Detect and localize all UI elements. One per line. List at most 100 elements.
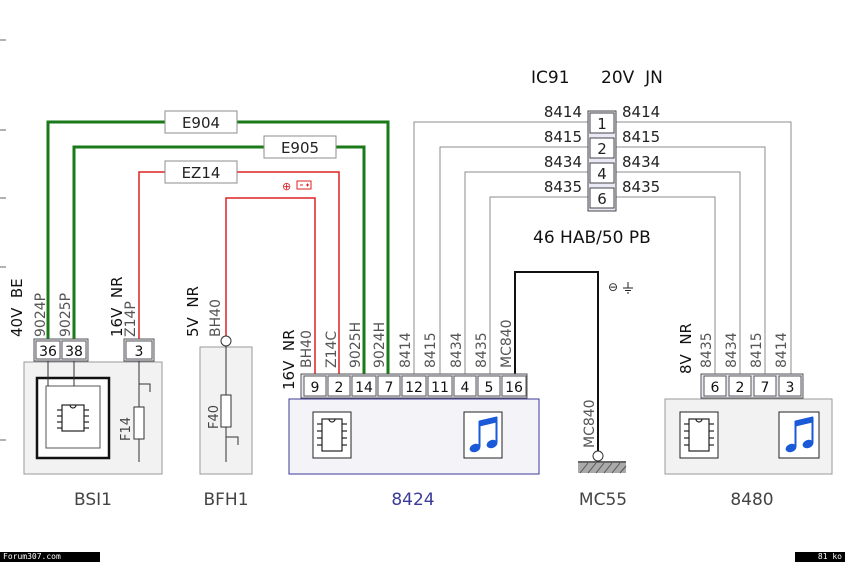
- m8424-pin: 7: [385, 380, 394, 396]
- harness-label-e904: E904: [164, 110, 238, 134]
- harness-label-e905: E905: [263, 135, 337, 159]
- bfh1-fuse-label: F40: [207, 405, 222, 429]
- module-bsi1: 40V BE 16V NR 9024P 9025P Z14P 36 38 3: [8, 276, 163, 510]
- fuse-f14-icon: [133, 406, 145, 440]
- margin-ticks: [0, 39, 6, 441]
- wire-8414: [413, 121, 588, 376]
- m8424-name: 8424: [391, 490, 434, 510]
- harness-label-ez14: EZ14: [164, 160, 238, 184]
- mc55-name: MC55: [579, 490, 627, 510]
- ic91-right-wire: 8414: [622, 103, 660, 121]
- m8480-wire-label: 8415: [749, 332, 765, 368]
- connector-spec: 20V JN: [601, 68, 663, 88]
- bfh1-connector-spec: 5V NR: [184, 286, 202, 337]
- bsi1-wire-label: 9025P: [58, 293, 74, 337]
- m8424-pin: 11: [431, 380, 449, 396]
- ic91-pin: 6: [597, 190, 607, 208]
- ic91-pin: 2: [597, 140, 607, 158]
- ic91-left-wire: 8435: [544, 178, 582, 196]
- m8480-wire-label: 8435: [699, 332, 715, 368]
- bsi1-wire-label: 9024P: [33, 293, 49, 337]
- ic91-right-wire: 8435: [622, 178, 660, 196]
- m8480-wire-label: 8434: [724, 332, 740, 368]
- m8424-wire-label: 9025H: [348, 322, 364, 368]
- m8424-pin: 16: [505, 380, 523, 396]
- bsi1-connector2-spec: 16V NR: [108, 276, 126, 337]
- minus-icon: ⊖: [608, 280, 618, 294]
- wire-8435: [489, 196, 588, 376]
- module-8480: 8V NR 8435 8434 8415 8414 6 2 7 3: [664, 323, 833, 510]
- ground-terminal-icon: [592, 450, 604, 462]
- m8424-pin: 9: [311, 380, 320, 396]
- m8424-pin: 4: [461, 380, 470, 396]
- ic91-left-wire: 8414: [544, 103, 582, 121]
- bsi1-name: BSI1: [74, 490, 112, 510]
- wire-8434: [464, 171, 588, 376]
- module-8424: 16V NR BH40 Z14C 9025H 9024H 8414 8415 8…: [280, 319, 540, 510]
- ground-symbol: ⊖: [608, 280, 633, 294]
- bfh1-name: BFH1: [203, 490, 248, 510]
- bsi1-wire-label: Z14P: [123, 301, 139, 337]
- chassis-ground-hatch: [578, 463, 626, 473]
- music-note-icon: [778, 411, 820, 459]
- red-wires: [138, 171, 340, 376]
- m8480-pin: 2: [736, 380, 745, 396]
- m8424-pin: 5: [485, 380, 494, 396]
- m8424-connector-spec: 16V NR: [280, 329, 298, 390]
- m8424-wire-label: BH40: [299, 330, 315, 368]
- fuse-f40-icon: [220, 394, 232, 428]
- ground-spec: 46 HAB/50 PB: [533, 228, 651, 248]
- m8424-pin: 12: [405, 380, 423, 396]
- connector-id: IC91: [531, 68, 570, 88]
- connector-ic91: 1 2 4 6 8414 8415 8434 8435 8414 8415 84…: [544, 103, 660, 212]
- m8480-connector-spec: 8V NR: [677, 323, 695, 374]
- terminal-icon: [220, 335, 232, 347]
- harness-e905-text: E905: [281, 139, 319, 157]
- m8480-pin: 7: [761, 380, 770, 396]
- footer-site-label: Forum307.com: [0, 552, 100, 562]
- m8424-wire-label: 9024H: [372, 322, 388, 368]
- m8480-pin: 3: [786, 380, 795, 396]
- bsi1-pin: 3: [135, 344, 144, 360]
- m8480-wire-label: 8414: [774, 332, 790, 368]
- bsi1-fuse-label: F14: [119, 417, 134, 441]
- harness-ez14-text: EZ14: [182, 164, 221, 182]
- m8424-wire-label: 8435: [474, 332, 490, 368]
- ic91-right-wire: 8415: [622, 128, 660, 146]
- m8424-wire-label: MC840: [499, 319, 515, 368]
- wire-8415: [439, 146, 588, 376]
- m8480-name: 8480: [730, 490, 773, 510]
- harness-e904-text: E904: [182, 114, 220, 132]
- bsi1-pin: 38: [65, 344, 83, 360]
- m8424-pin: 14: [355, 380, 373, 396]
- battery-icon: [296, 180, 312, 190]
- m8424-wire-label: Z14C: [324, 331, 340, 368]
- m8424-pin: 2: [335, 380, 344, 396]
- battery-plus-symbol: ⊕: [282, 180, 312, 193]
- wire-z14: [138, 171, 340, 376]
- module-mc55: MC840 MC55: [578, 399, 627, 510]
- ic91-pin: 4: [597, 165, 607, 183]
- gray-wires: [413, 121, 792, 376]
- wire-9025: [72, 145, 366, 376]
- ic91-right-wire: 8434: [622, 153, 660, 171]
- bfh1-wire-label: BH40: [208, 299, 224, 337]
- plus-icon: ⊕: [282, 180, 291, 193]
- music-note-icon: [463, 411, 503, 459]
- m8424-wire-label: 8434: [449, 332, 465, 368]
- chip-icon: [312, 411, 352, 459]
- m8424-wire-label: 8415: [423, 332, 439, 368]
- wire-bh40: [225, 197, 316, 376]
- m8480-pin: 6: [711, 380, 720, 396]
- ic91-left-wire: 8434: [544, 153, 582, 171]
- ic91-left-wire: 8415: [544, 128, 582, 146]
- ic91-pin: 1: [597, 115, 607, 133]
- chip-icon: [679, 411, 719, 459]
- bsi1-pin: 36: [39, 344, 57, 360]
- wire-mc840: [514, 271, 599, 455]
- m8424-wire-label: 8414: [398, 332, 414, 368]
- chip-icon: [57, 404, 89, 432]
- footer-size-label: 81 ko: [795, 552, 845, 562]
- module-bfh1: 5V NR BH40 F40 BFH1: [184, 286, 253, 510]
